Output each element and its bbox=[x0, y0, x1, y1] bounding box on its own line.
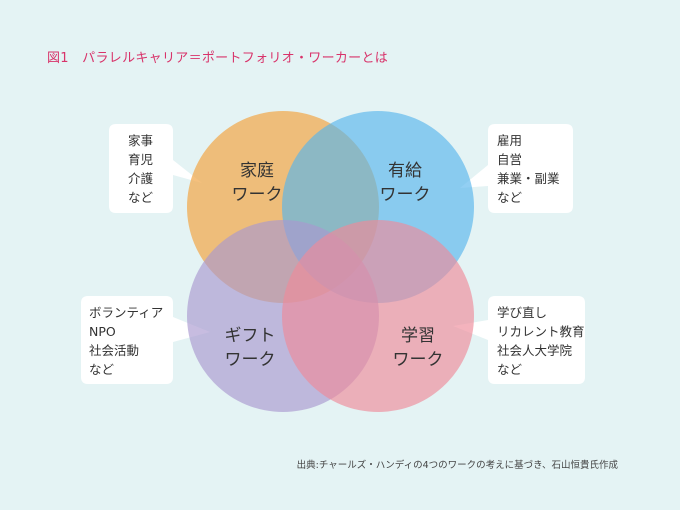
callout-gift bbox=[81, 296, 210, 384]
label-gift-work: ギフト ワーク bbox=[224, 326, 276, 370]
callout-gift-text: ボランティア NPO 社会活動 など bbox=[89, 305, 164, 377]
callout-paid bbox=[460, 124, 573, 213]
callout-family bbox=[109, 124, 202, 213]
page-title: 図1 パラレルキャリア＝ポートフォリオ・ワーカーとは bbox=[47, 51, 389, 66]
source-note: 出典:チャールズ・ハンディの4つのワークの考えに基づき、石山恒貴氏作成 bbox=[296, 460, 618, 471]
label-family-work: 家庭 ワーク bbox=[231, 161, 283, 205]
callout-study bbox=[453, 296, 585, 384]
circle-study-work bbox=[282, 220, 474, 412]
label-paid-work: 有給 ワーク bbox=[379, 161, 431, 205]
label-study-work: 学習 ワーク bbox=[392, 326, 444, 370]
callout-paid-text: 雇用 自営 兼業・副業 など bbox=[497, 133, 560, 205]
callout-family-text: 家事 育児 介護 など bbox=[128, 133, 154, 205]
callout-study-text: 学び直し リカレント教育 社会人大学院 など bbox=[497, 305, 585, 377]
